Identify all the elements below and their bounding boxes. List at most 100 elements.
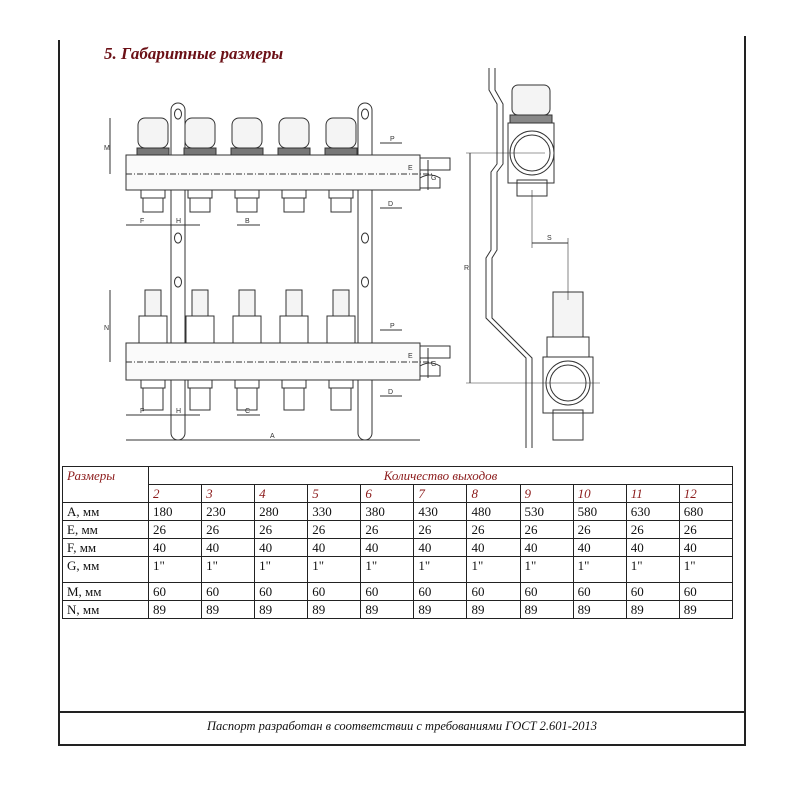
table-cell: 280 (254, 502, 309, 521)
supply-bar (125, 154, 421, 191)
column-header: 11 (625, 484, 680, 503)
flowmeter-base (138, 315, 168, 344)
dim-label-g2: G (431, 361, 436, 368)
page-frame-right (744, 36, 746, 746)
dim-label-a: A (270, 433, 275, 440)
table-cell: 89 (254, 600, 309, 619)
table-cell: 89 (625, 600, 680, 619)
dim-label-b: B (245, 218, 250, 225)
outlet (283, 387, 305, 411)
dim-label-f2: F (140, 408, 144, 415)
table-cell: 89 (307, 600, 362, 619)
dim-label-p: P (390, 136, 395, 143)
table-cell: 60 (147, 582, 203, 601)
row-label: G, мм (62, 556, 149, 583)
outlet-nut (281, 189, 307, 199)
outlet (330, 387, 352, 411)
flowmeter-base (232, 315, 262, 344)
outlet-nut (281, 379, 307, 389)
outlet-nut (140, 189, 166, 199)
outlet-nut (187, 379, 213, 389)
actuator-base (183, 147, 217, 156)
column-header: 4 (254, 484, 309, 503)
table-cell: 1" (147, 556, 203, 583)
outlet (189, 197, 211, 213)
row-label: E, мм (62, 520, 149, 539)
table-cell: 330 (307, 502, 362, 521)
table-cell: 26 (625, 520, 680, 539)
table-cell: 40 (147, 538, 203, 557)
table-cell: 40 (360, 538, 415, 557)
page-frame-bottom (58, 744, 746, 746)
table-cell: 580 (572, 502, 627, 521)
column-header: 7 (413, 484, 468, 503)
actuator-base (230, 147, 264, 156)
actuator-cap (278, 117, 310, 149)
table-cell: 26 (466, 520, 521, 539)
table-cell: 1" (413, 556, 468, 583)
dim-label-p2: P (390, 323, 395, 330)
flowmeter (191, 289, 209, 317)
table-cell: 1" (360, 556, 415, 583)
table-cell: 26 (201, 520, 256, 539)
table-cell: 60 (466, 582, 521, 601)
outlet (236, 197, 258, 213)
table-cell: 60 (519, 582, 574, 601)
table-cell: 1" (307, 556, 362, 583)
table-cell: 26 (678, 520, 734, 539)
corner-label: Размеры (62, 466, 149, 503)
table-cell: 26 (254, 520, 309, 539)
table-cell: 60 (254, 582, 309, 601)
dim-label-c: C (245, 408, 250, 415)
table-cell: 40 (466, 538, 521, 557)
column-header: 6 (360, 484, 415, 503)
table-cell: 40 (307, 538, 362, 557)
table-cell: 230 (201, 502, 256, 521)
table-cell: 1" (625, 556, 680, 583)
outlet (189, 387, 211, 411)
outlet-nut (234, 379, 260, 389)
table-cell: 40 (678, 538, 734, 557)
outlet-nut (140, 379, 166, 389)
flowmeter (332, 289, 350, 317)
table-cell: 60 (360, 582, 415, 601)
dim-label-d2: D (388, 389, 393, 396)
dim-label-n: N (104, 325, 109, 332)
column-header: 2 (147, 484, 203, 503)
flowmeter (285, 289, 303, 317)
flowmeter (144, 289, 162, 317)
table-cell: 40 (572, 538, 627, 557)
table-cell: 60 (201, 582, 256, 601)
bracket-right (357, 102, 373, 441)
dim-label-g: G (431, 175, 436, 182)
dim-label-h2: H (176, 408, 181, 415)
actuator-base (324, 147, 358, 156)
row-label: N, мм (62, 600, 149, 619)
table-cell: 89 (201, 600, 256, 619)
dim-label-r: R (464, 265, 469, 272)
dim-label-s: S (547, 235, 552, 242)
table-cell: 1" (572, 556, 627, 583)
outlet-nut (187, 189, 213, 199)
table-cell: 40 (254, 538, 309, 557)
column-header: 9 (519, 484, 574, 503)
dim-label-m: M (104, 145, 110, 152)
table-cell: 430 (413, 502, 468, 521)
flowmeter-base (279, 315, 309, 344)
table-cell: 40 (519, 538, 574, 557)
table-cell: 60 (678, 582, 734, 601)
column-header: 3 (201, 484, 256, 503)
actuator-base (136, 147, 170, 156)
table-cell: 1" (519, 556, 574, 583)
table-cell: 380 (360, 502, 415, 521)
outlet (236, 387, 258, 411)
group-header: Количество выходов (148, 466, 733, 485)
table-cell: 60 (625, 582, 680, 601)
manifold-dimension-drawing: M N P P E E G G D D F F H H B C A R S (104, 68, 600, 448)
column-header: 5 (307, 484, 362, 503)
column-header: 12 (678, 484, 734, 503)
